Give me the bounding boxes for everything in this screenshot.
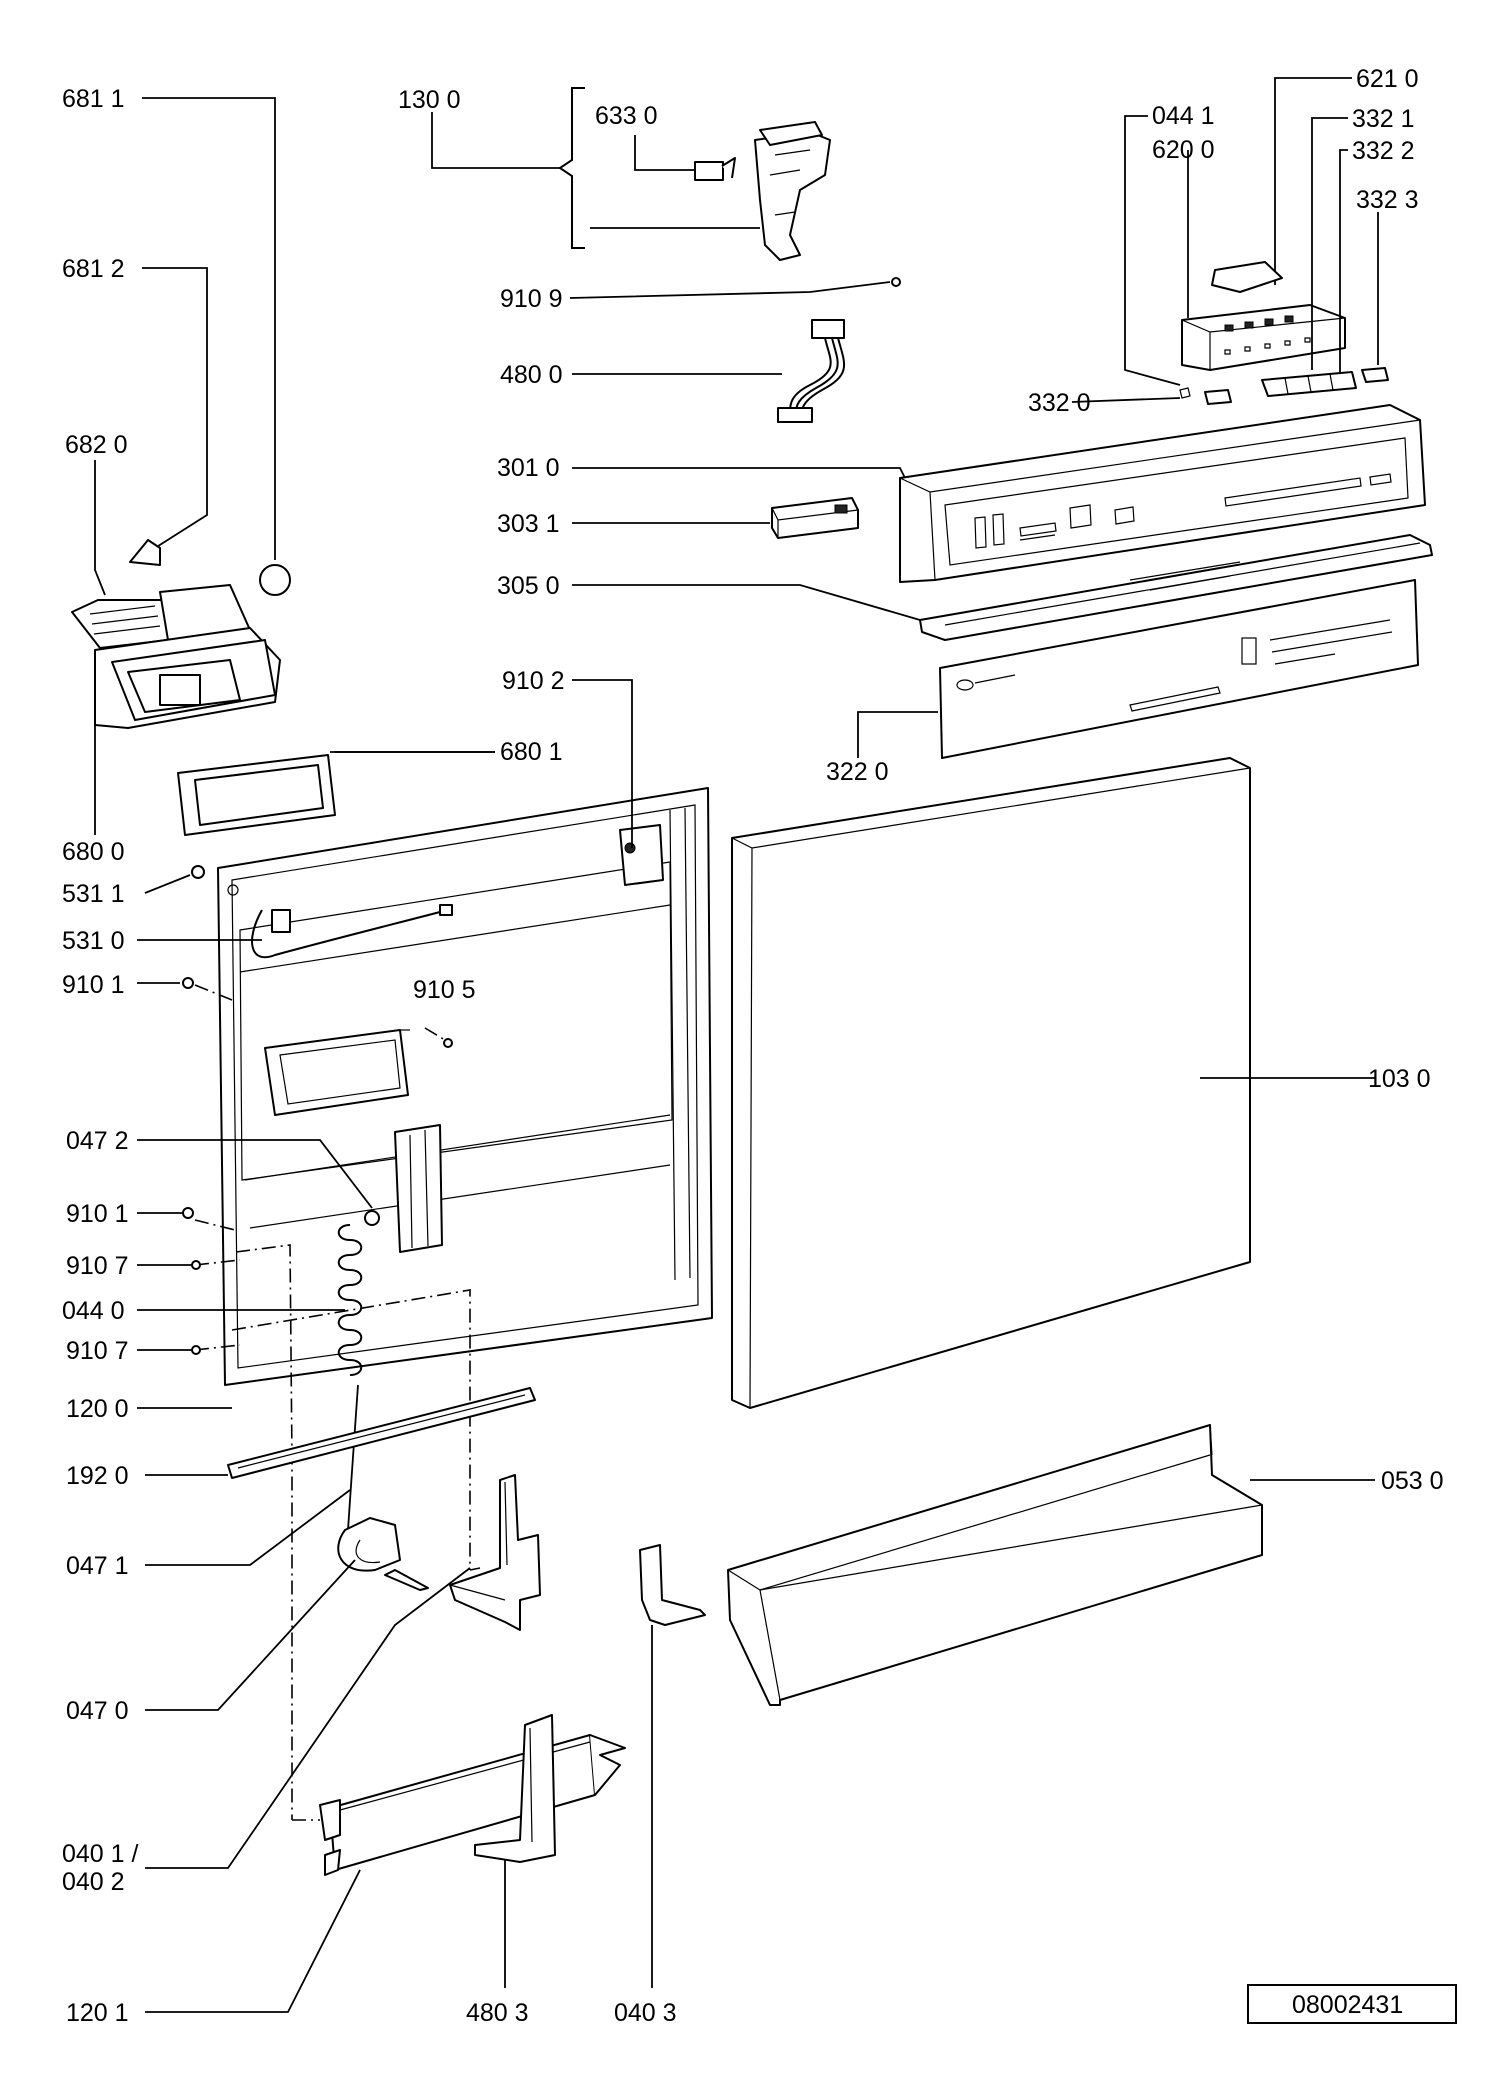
screw-910-5 <box>424 1027 453 1048</box>
callout-047-2: 047 2 <box>66 1127 129 1155</box>
leader-332-2 <box>1339 149 1348 372</box>
document-number: 08002431 <box>1292 1991 1403 2019</box>
leader-681-1 <box>142 97 291 596</box>
screws-910-1b-910-7 <box>137 1207 201 1355</box>
callout-531-0: 531 0 <box>62 927 125 955</box>
control-panel-301-0 <box>572 404 1426 583</box>
door-lock-633-0 <box>590 121 831 261</box>
callout-332-2: 332 2 <box>1352 137 1415 165</box>
gasket-680-1 <box>177 751 495 836</box>
callout-910-5: 910 5 <box>413 976 476 1004</box>
callout-680-1: 680 1 <box>500 738 563 766</box>
electronic-board-620-0 <box>1181 304 1346 371</box>
screw-531-1 <box>144 865 205 894</box>
callout-621-0: 621 0 <box>1356 65 1419 93</box>
buttons-332 <box>1204 367 1389 405</box>
callout-053-0: 053 0 <box>1381 1467 1444 1495</box>
callout-681-1: 681 1 <box>62 85 125 113</box>
callout-480-3: 480 3 <box>466 1999 529 2027</box>
screws-910-1a <box>137 977 233 1001</box>
leader-047-2 <box>137 1139 373 1209</box>
callout-633-0: 633 0 <box>595 102 658 130</box>
leader-332-1 <box>1311 117 1348 370</box>
callout-322-0: 322 0 <box>826 758 889 786</box>
callout-910-2: 910 2 <box>502 667 565 695</box>
callout-120-0: 120 0 <box>66 1395 129 1423</box>
hinge-spring-044-0 <box>337 1210 429 1591</box>
callout-681-2: 681 2 <box>62 255 125 283</box>
bracket-480-3 <box>474 1714 556 1988</box>
dash-axis-lines <box>194 1219 481 1821</box>
rail-192-0 <box>145 1387 536 1479</box>
callout-620-0: 620 0 <box>1152 136 1215 164</box>
leader-044-1 <box>1124 115 1181 386</box>
callout-040-1: 040 1 / <box>62 1840 139 1868</box>
door-panel-103-0 <box>731 757 1375 1409</box>
leader-332-0 <box>1071 387 1191 403</box>
callout-332-0: 332 0 <box>1028 389 1091 417</box>
document-number-box <box>1247 1984 1457 2024</box>
hinge-bracket-040-1 <box>145 1474 541 1869</box>
leader-682-0 <box>94 460 106 596</box>
toe-kick-053-0 <box>727 1424 1375 1706</box>
callout-301-0: 301 0 <box>497 454 560 482</box>
callout-682-0: 682 0 <box>65 431 128 459</box>
screw-910-9 <box>569 277 901 299</box>
callout-040-2: 040 2 <box>62 1868 125 1896</box>
callout-130-0: 130 0 <box>398 86 461 114</box>
callout-910-7-a: 910 7 <box>66 1252 129 1280</box>
callout-910-7-b: 910 7 <box>66 1337 129 1365</box>
callout-192-0: 192 0 <box>66 1462 129 1490</box>
callout-332-3: 332 3 <box>1356 186 1419 214</box>
callout-044-1: 044 1 <box>1152 102 1215 130</box>
panel-trim-305-0 <box>572 534 1433 641</box>
callout-910-1-b: 910 1 <box>66 1200 129 1228</box>
callout-303-1: 303 1 <box>497 510 560 538</box>
button-bezel-303-1 <box>572 497 859 539</box>
bracket-130-0 <box>431 87 585 249</box>
callout-305-0: 305 0 <box>497 572 560 600</box>
callout-120-1: 120 1 <box>66 1999 129 2027</box>
leader-047-1 <box>145 1489 351 1566</box>
callout-047-1: 047 1 <box>66 1552 129 1580</box>
wiring-480-0 <box>572 319 846 423</box>
inner-door-frame <box>217 787 713 1386</box>
leader-910-2 <box>572 679 633 848</box>
callout-047-0: 047 0 <box>66 1697 129 1725</box>
callout-332-1: 332 1 <box>1352 105 1415 133</box>
callout-680-0: 680 0 <box>62 838 125 866</box>
module-621-0 <box>1211 77 1352 293</box>
callout-910-1-a: 910 1 <box>62 971 125 999</box>
bracket-040-3 <box>639 1544 706 1988</box>
callout-480-0: 480 0 <box>500 361 563 389</box>
leader-681-2 <box>129 267 208 566</box>
callout-531-1: 531 1 <box>62 880 125 908</box>
callout-040-3: 040 3 <box>614 1999 677 2027</box>
callout-103-0: 103 0 <box>1368 1065 1431 1093</box>
detergent-dispenser <box>71 584 281 835</box>
callout-044-0: 044 0 <box>62 1297 125 1325</box>
facia-322-0 <box>857 579 1419 759</box>
leader-047-0 <box>145 1559 356 1711</box>
callout-910-9: 910 9 <box>500 285 563 313</box>
